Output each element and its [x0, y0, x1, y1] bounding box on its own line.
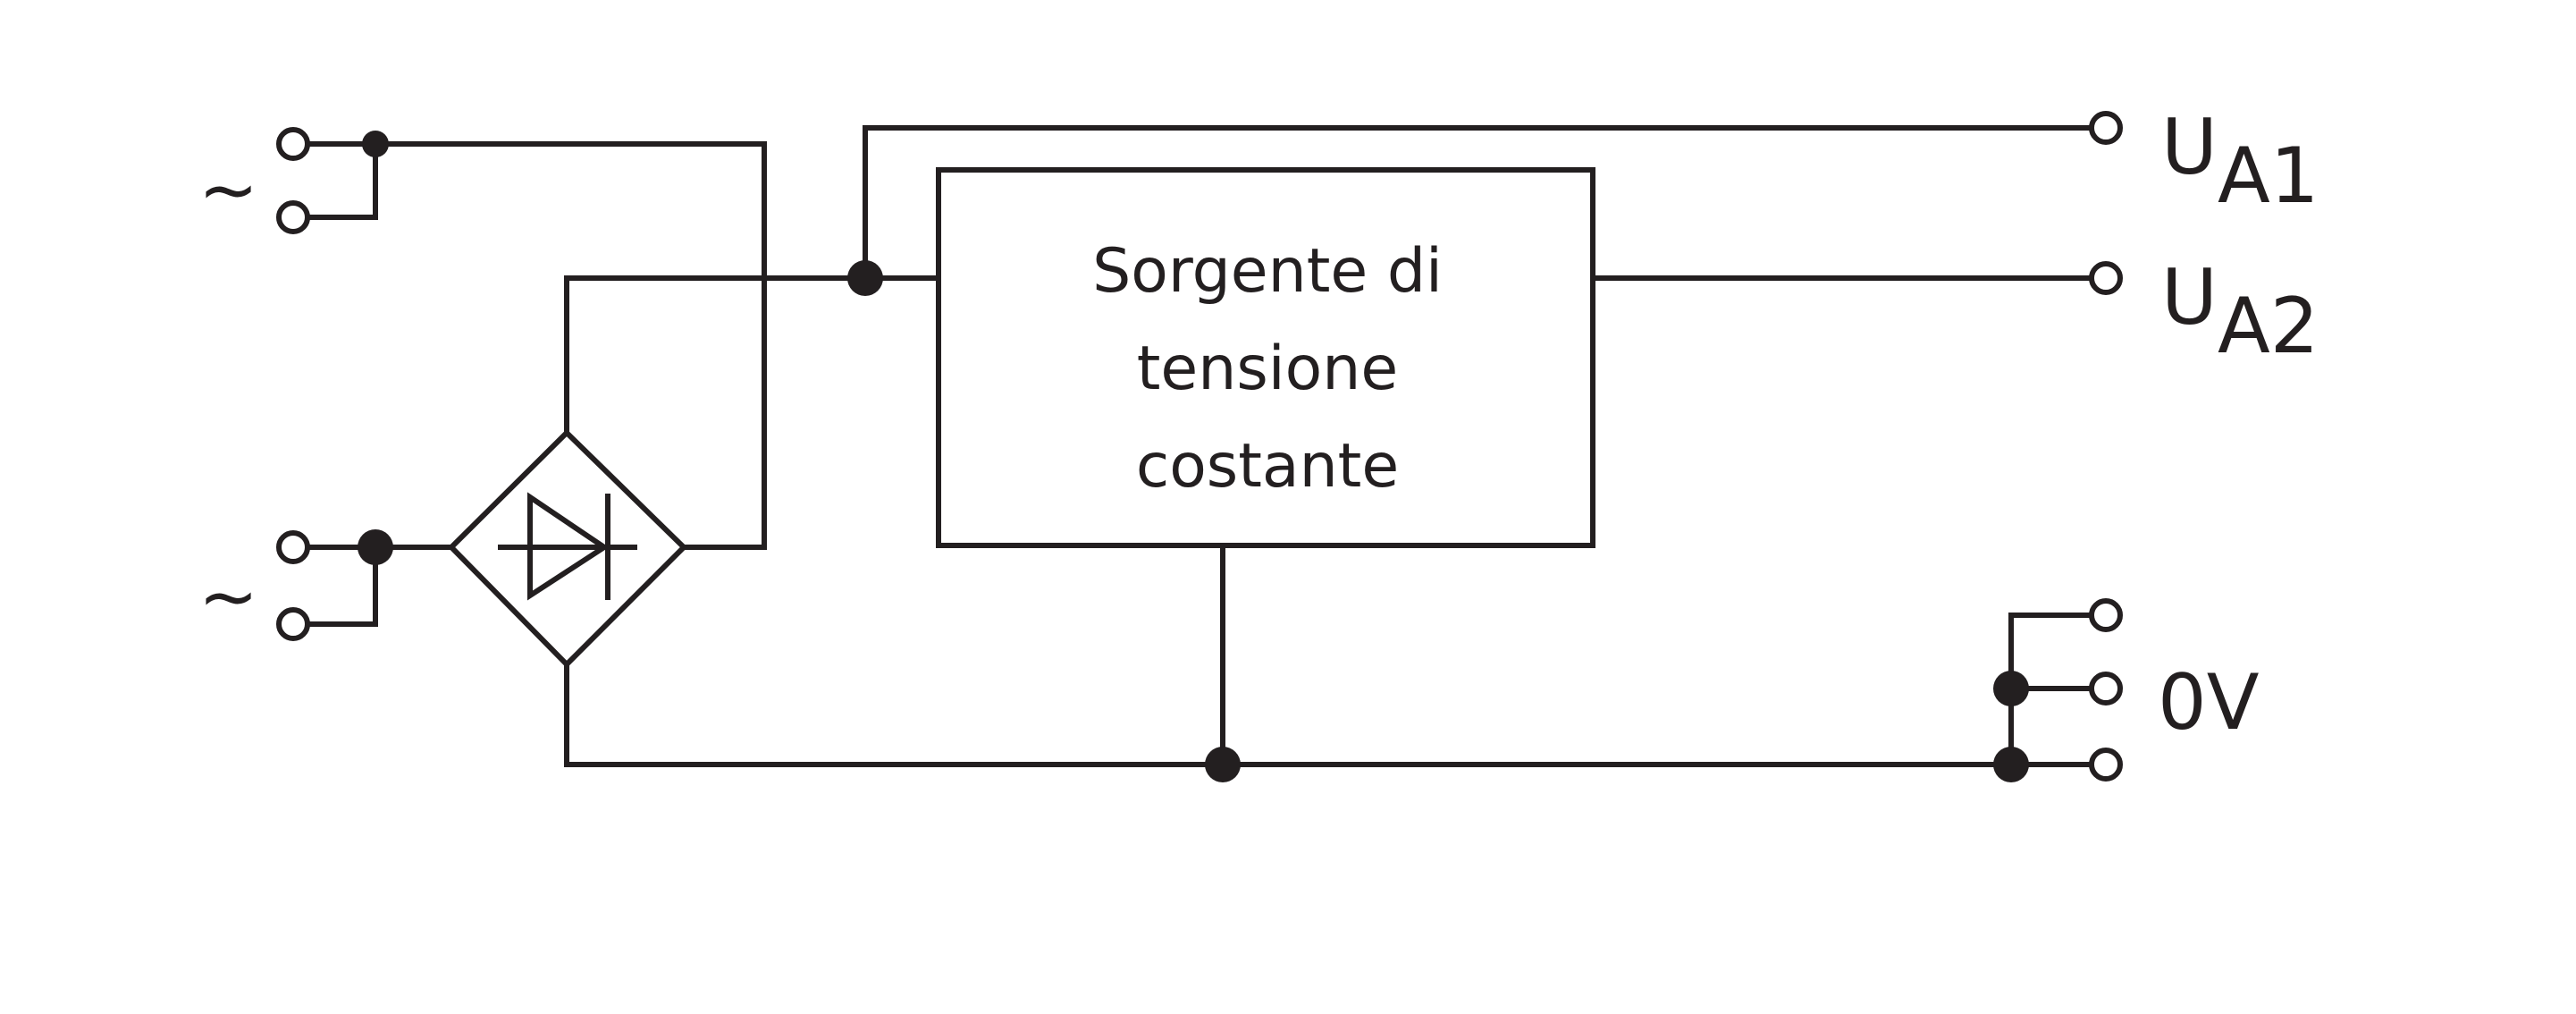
ac-input-2-junction	[358, 529, 393, 565]
voltage-source-block: Sorgente di tensione costante	[936, 167, 1595, 548]
voltage-source-box	[936, 167, 1595, 548]
zero-volt-terminal-2[interactable]	[2089, 672, 2123, 706]
ua1-label-main: U	[2161, 103, 2218, 192]
ua1-terminal[interactable]	[2089, 111, 2123, 145]
rectifier-positive-wire	[564, 275, 941, 435]
ua1-wire	[863, 125, 2094, 281]
zero-volt-terminal-3[interactable]	[2089, 748, 2123, 782]
ac-input-2: ~	[198, 529, 454, 641]
ac-input-2-terminal-a[interactable]	[276, 530, 310, 564]
ua2-label-sub: A2	[2218, 282, 2319, 371]
ac-input-2-return-wire	[306, 545, 378, 627]
ac-input-2-terminal-b[interactable]	[276, 607, 310, 641]
ac-input-1-symbol: ~	[198, 148, 258, 232]
ua2-label: UA2	[2161, 253, 2319, 371]
zero-volt-junction-lower	[1993, 747, 2029, 782]
ac-input-1-junction	[362, 131, 389, 157]
zero-volt-label: 0V	[2158, 658, 2260, 748]
ac-input-1: ~	[198, 127, 767, 550]
ac-input-2-symbol: ~	[198, 555, 258, 638]
zero-volt-terminal-1[interactable]	[2089, 598, 2123, 632]
bridge-rectifier	[447, 275, 2021, 767]
ac-input-1-return-wire	[306, 141, 378, 220]
ua1-label: UA1	[2161, 103, 2319, 221]
rectifier-negative-wire	[564, 662, 2021, 767]
block-label-line-1: Sorgente di	[1092, 236, 1443, 307]
ac-input-1-wire	[306, 141, 767, 550]
bridge-rectifier-diode-icon	[498, 492, 637, 601]
positive-junction	[847, 260, 883, 296]
ua1-label-sub: A1	[2218, 131, 2319, 221]
ua2-label-main: U	[2161, 253, 2218, 342]
zero-volt-junction-upper	[1993, 671, 2029, 706]
block-label-line-2: tensione	[1137, 334, 1398, 404]
ua2-terminal[interactable]	[2089, 261, 2123, 295]
ground-junction	[1205, 747, 1241, 782]
ac-input-1-terminal-b[interactable]	[276, 200, 310, 234]
ac-input-1-terminal-a[interactable]	[276, 127, 310, 161]
block-label-line-3: costante	[1136, 431, 1399, 502]
